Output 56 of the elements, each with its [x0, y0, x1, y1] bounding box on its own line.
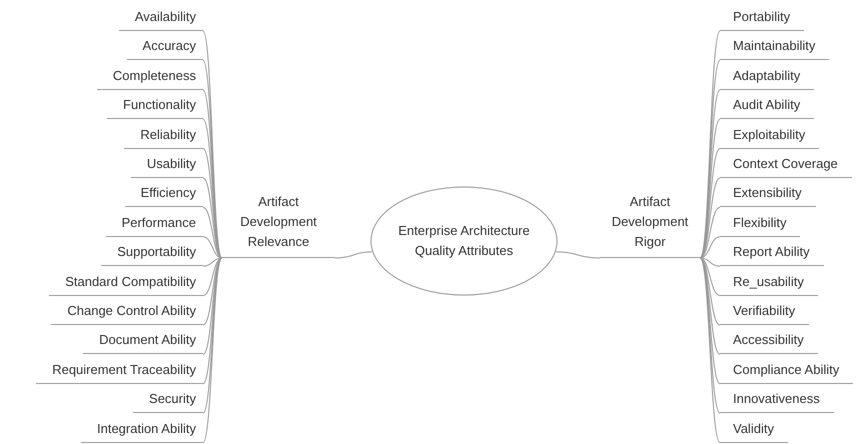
- connector-line: [700, 258, 720, 267]
- leaf-topic: Exploitability: [720, 126, 820, 149]
- connector-line: [700, 258, 720, 384]
- leaf-topic: Validity: [720, 420, 788, 443]
- leaf-topic: Audit Ability: [720, 96, 814, 120]
- branch-topic: Artifact Development Rigor: [600, 190, 700, 258]
- connector-line: [202, 258, 222, 267]
- leaf-topic: Security: [133, 390, 203, 414]
- leaf-topic: Extensibility: [720, 184, 816, 208]
- leaf-topic: Supportability: [101, 243, 203, 266]
- leaf-topic: Document Ability: [83, 331, 203, 354]
- leaf-topic: Flexibility: [720, 214, 800, 237]
- topic-label: Enterprise Architecture Quality Attributes: [397, 222, 531, 260]
- leaf-topic: Maintainability: [720, 37, 830, 60]
- connector-line: [202, 258, 222, 414]
- leaf-topic: Portability: [720, 8, 804, 31]
- leaf-topic: Completeness: [96, 66, 203, 90]
- leaf-topic: Integration Ability: [80, 420, 203, 443]
- connector-line: [700, 258, 720, 296]
- connector-line: [202, 258, 222, 384]
- connector-line: [700, 206, 720, 258]
- branch-topic: Artifact Development Relevance: [222, 190, 335, 258]
- connector-line: [202, 258, 222, 326]
- leaf-topic: Verifiability: [720, 302, 810, 325]
- connector-line: [700, 258, 720, 414]
- connector-line: [202, 258, 222, 355]
- leaf-topic: Reliability: [124, 126, 203, 149]
- connector-line: [700, 178, 720, 258]
- connector-line: [202, 258, 222, 444]
- connector-line: [700, 258, 720, 326]
- leaf-topic: Compliance Ability: [720, 360, 854, 384]
- leaf-topic: Accessibility: [720, 331, 818, 354]
- connector-line: [202, 236, 222, 258]
- leaf-topic: Accuracy: [126, 37, 203, 60]
- leaf-topic: Context Coverage: [720, 155, 852, 178]
- leaf-topic: Functionality: [107, 96, 203, 120]
- connector-line: [202, 206, 222, 258]
- leaf-topic: Performance: [106, 214, 203, 237]
- connector-line: [202, 118, 222, 258]
- leaf-topic: Change Control Ability: [51, 302, 203, 325]
- connector-line: [556, 251, 600, 258]
- leaf-topic: Requirement Traceability: [36, 360, 203, 384]
- connector-line: [700, 258, 720, 355]
- connector-line: [202, 258, 222, 296]
- leaf-topic: Innovativeness: [720, 390, 834, 414]
- leaf-topic: Usability: [130, 155, 203, 178]
- connector-line: [700, 258, 720, 444]
- connector-line: [700, 236, 720, 258]
- leaf-topic: Adaptability: [720, 66, 814, 90]
- leaf-topic: Re_usability: [720, 272, 818, 296]
- connector-line: [334, 251, 372, 258]
- connector-line: [202, 178, 222, 258]
- leaf-topic: Efficiency: [124, 184, 203, 208]
- leaf-topic: Standard Compatibility: [49, 272, 203, 296]
- leaf-topic: Report Ability: [720, 243, 824, 266]
- leaf-topic: Availability: [118, 8, 203, 31]
